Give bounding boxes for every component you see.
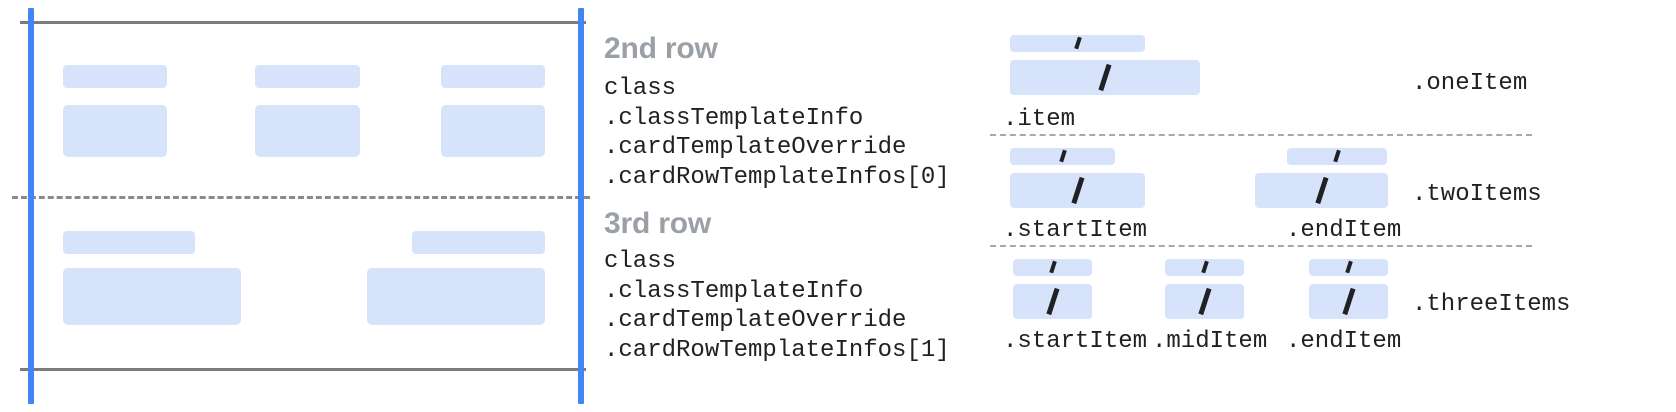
preview-title-bar (63, 231, 195, 254)
annotation-title: 3rd row (604, 207, 711, 240)
item-title-placeholder (1010, 148, 1115, 165)
layout-label: .oneItem (1412, 70, 1528, 97)
preview-body-block (367, 268, 545, 325)
item-caption: .endItem (1286, 217, 1402, 244)
item-body-placeholder (1255, 173, 1388, 208)
preview-title-bar (63, 65, 167, 88)
preview-body-block (255, 105, 360, 157)
preview-body-block (63, 268, 241, 325)
item-body-placeholder (1010, 173, 1145, 208)
item-body-placeholder (1010, 60, 1200, 95)
annotation-code-path: class .classTemplateInfo .cardTemplateOv… (604, 75, 950, 191)
layout-label: .threeItems (1412, 291, 1571, 318)
left-edge-guide (28, 8, 34, 404)
preview-title-bar (412, 231, 545, 254)
preview-title-bar (255, 65, 360, 88)
annotation-title: 2nd row (604, 32, 718, 65)
item-caption: .startItem (1003, 217, 1148, 244)
item-title-placeholder (1309, 259, 1388, 276)
right-edge-guide (578, 8, 584, 404)
preview-body-block (63, 105, 167, 157)
layout-separator (990, 245, 1532, 247)
layout-separator (990, 134, 1532, 136)
item-caption: .midItem (1152, 328, 1268, 355)
item-title-placeholder (1165, 259, 1244, 276)
item-title-placeholder (1010, 35, 1145, 52)
annotation-code-path: class .classTemplateInfo .cardTemplateOv… (604, 248, 950, 364)
preview-title-bar (441, 65, 545, 88)
frame-bottom-rule (20, 368, 586, 371)
frame-top-rule (20, 21, 586, 24)
item-caption: .startItem (1003, 328, 1148, 355)
item-caption: .item (1003, 106, 1076, 133)
item-body-placeholder (1013, 284, 1092, 319)
preview-body-block (441, 105, 545, 157)
frame-row-divider (12, 196, 590, 199)
item-body-placeholder (1165, 284, 1244, 319)
item-title-placeholder (1287, 148, 1387, 165)
item-caption: .endItem (1286, 328, 1402, 355)
item-body-placeholder (1309, 284, 1388, 319)
layout-label: .twoItems (1412, 181, 1542, 208)
item-title-placeholder (1013, 259, 1092, 276)
